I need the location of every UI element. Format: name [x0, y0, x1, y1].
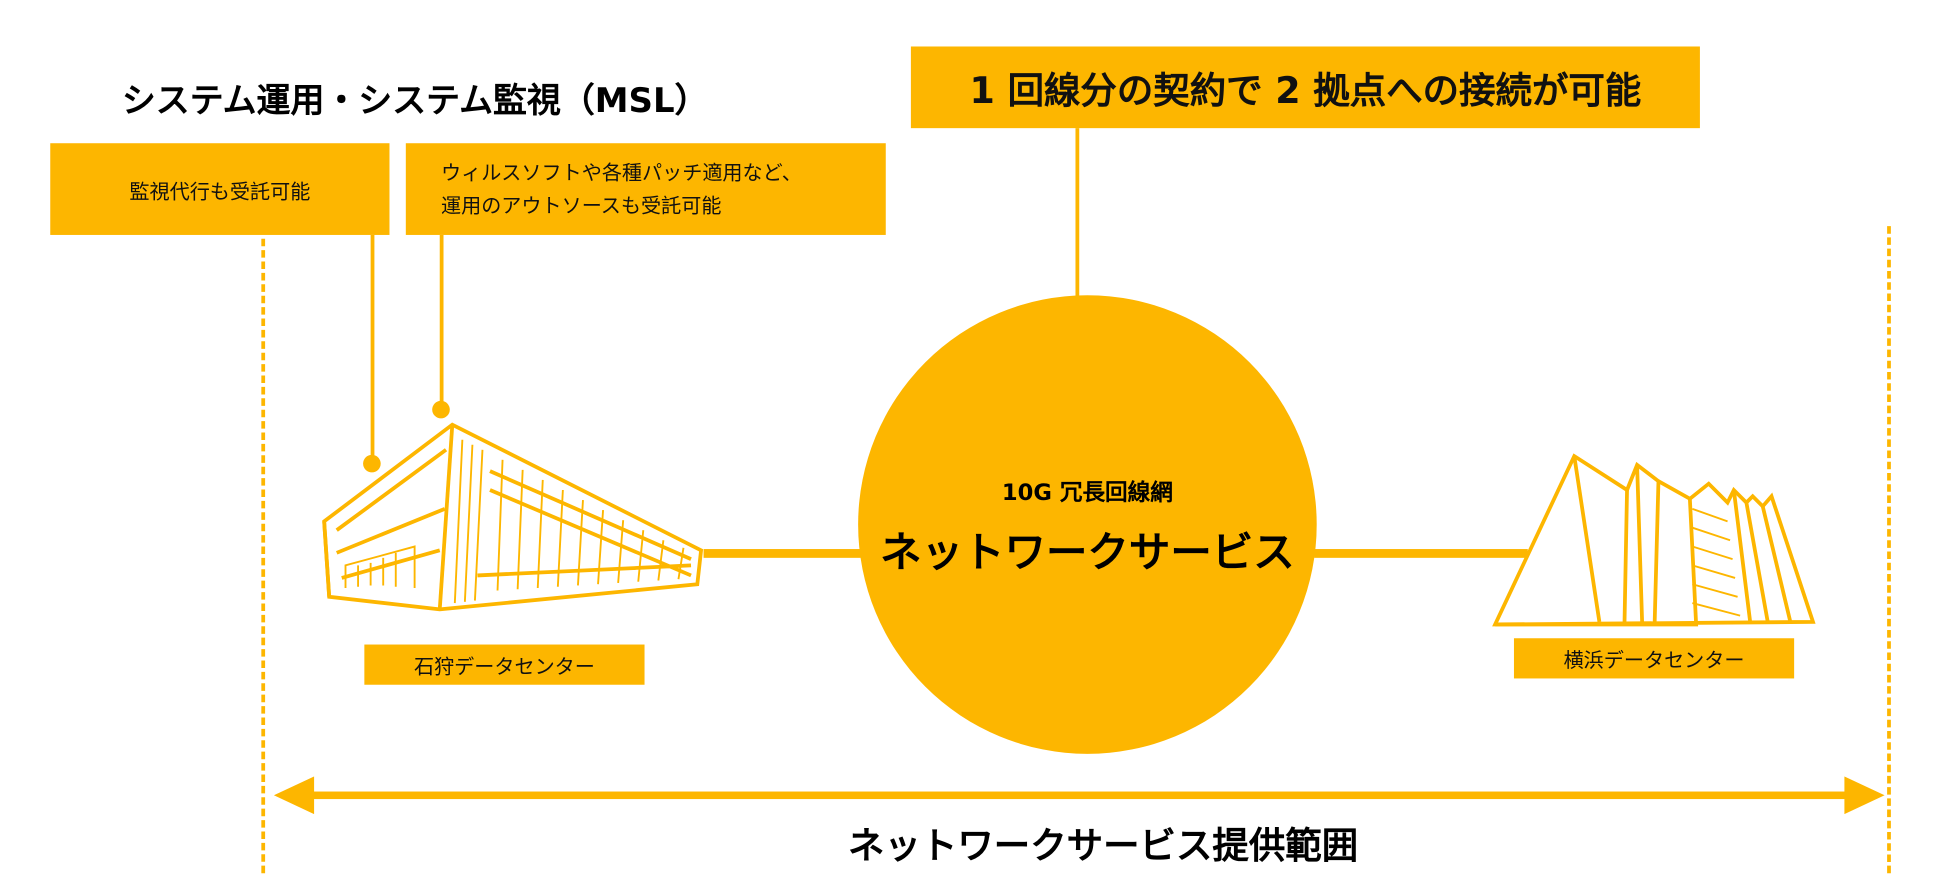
datacenter-label-yokohama: 横浜データセンター	[1513, 638, 1795, 679]
connector-line	[1075, 128, 1080, 298]
note-text: 運用のアウトソースも受託可能	[440, 192, 722, 217]
range-label: ネットワークサービス提供範囲	[848, 824, 1359, 867]
note-box-monitoring: 監視代行も受託可能	[50, 143, 390, 235]
ishikari-building-icon	[322, 422, 704, 612]
connector-dot	[363, 454, 381, 473]
connector-line	[439, 234, 444, 405]
arrow-head-right-icon	[1844, 776, 1885, 815]
note-box-outsourcing: ウィルスソフトや各種パッチ適用など、 運用のアウトソースも受託可能	[405, 143, 886, 235]
arrow-head-left-icon	[273, 776, 315, 815]
yokohama-building-icon	[1492, 453, 1816, 627]
connector-line	[370, 234, 375, 462]
network-subtitle: 10G 冗長回線網	[1001, 479, 1173, 507]
note-text: 監視代行も受託可能	[129, 179, 311, 203]
link-line-right	[1314, 549, 1528, 558]
datacenter-label-ishikari: 石狩データセンター	[364, 644, 645, 685]
range-boundary-right	[1887, 226, 1891, 874]
range-boundary-left	[261, 238, 266, 874]
link-line-left	[703, 549, 861, 558]
connector-dot	[432, 400, 450, 419]
section-title: システム運用・システム監視（MSL）	[121, 81, 709, 121]
network-circle: 10G 冗長回線網 ネットワークサービス	[858, 295, 1317, 754]
range-arrow	[273, 776, 1885, 815]
network-title: ネットワークサービス	[880, 527, 1295, 577]
headline-box: 1 回線分の契約で 2 拠点への接続が可能	[910, 46, 1700, 129]
note-text: ウィルスソフトや各種パッチ適用など、	[440, 160, 802, 185]
